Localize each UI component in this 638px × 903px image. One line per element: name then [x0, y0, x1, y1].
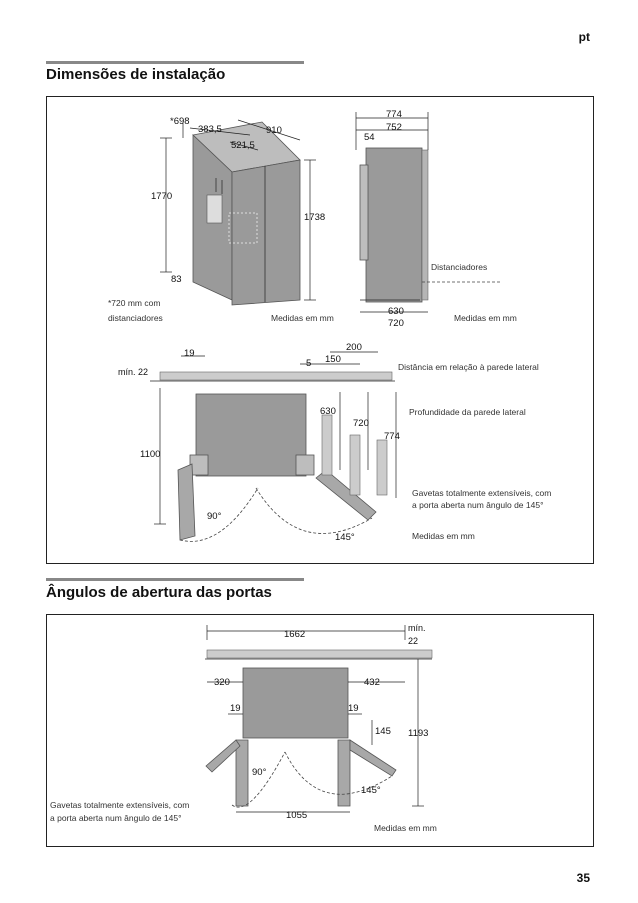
dim-19: 19	[184, 348, 195, 359]
door-swing-145	[284, 751, 393, 795]
dim-521-5: 521,5	[231, 140, 255, 151]
door-swing-90	[231, 751, 286, 808]
rear-wall	[206, 649, 433, 659]
dim-min-line2: 22	[408, 636, 418, 646]
dim-774: 774	[384, 431, 400, 442]
left-door	[235, 739, 249, 807]
dim-1662: 1662	[284, 629, 305, 640]
door-angles-figure: 1662 mín. 22 320 432 19 19 145 1193 90° …	[50, 623, 437, 833]
dim-min-line1: mín.	[408, 623, 426, 633]
dim-19-right: 19	[348, 703, 359, 714]
language-code: pt	[578, 30, 590, 44]
dim-630: 630	[388, 306, 404, 317]
fridge-top-view-figure: 19 mín. 22 5 150 200 630 720 774 1100 90…	[118, 342, 551, 543]
fridge-body	[242, 667, 349, 739]
dim-145: 145	[375, 726, 391, 737]
spacer-note-line1: *720 mm com	[108, 298, 160, 308]
section-rule	[46, 61, 304, 64]
dim-1055: 1055	[286, 810, 307, 821]
dim-54: 54	[364, 132, 375, 143]
spacer-note-line2: distanciadores	[108, 313, 163, 323]
angle-145: 145°	[335, 532, 355, 543]
dim-5: 5	[306, 358, 311, 369]
dim-150: 150	[325, 354, 341, 365]
page-number: 35	[576, 871, 590, 885]
drawers-note-line2: a porta aberta num ângulo de 145°	[50, 813, 181, 823]
section-title-installation: Dimensões de instalação	[46, 66, 226, 83]
dim-320: 320	[214, 677, 230, 688]
dim-752: 752	[386, 122, 402, 133]
side-wall-distance-label: Distância em relação à parede lateral	[398, 362, 539, 372]
dim-698: *698	[170, 116, 190, 127]
dim-1193: 1193	[408, 728, 428, 739]
dim-83: 83	[171, 274, 182, 285]
drawers-note-line1: Gavetas totalmente extensíveis, com	[50, 800, 189, 810]
dim-720: 720	[388, 318, 404, 329]
spacers-label: Distanciadores	[431, 262, 487, 272]
dim-432: 432	[364, 677, 380, 688]
units-label: Medidas em mm	[271, 313, 334, 323]
dim-200: 200	[346, 342, 362, 353]
rear-wall	[159, 371, 393, 381]
fridge-body	[195, 393, 307, 477]
side-wall-774	[376, 439, 388, 496]
dim-1100: 1100	[140, 449, 160, 460]
drawers-note-line2: a porta aberta num ângulo de 145°	[412, 500, 543, 510]
dim-min-22: mín. 22	[118, 367, 148, 377]
fridge-side-view-figure: 774 752 54 630 720 Distanciadores Medida…	[355, 109, 517, 329]
door-swing-90	[179, 487, 259, 542]
dim-774: 774	[386, 109, 402, 120]
dim-383-5: 383,5	[198, 124, 222, 135]
dim-1770: 1770	[151, 191, 172, 202]
section-rule	[46, 578, 304, 581]
water-dispenser-icon	[206, 194, 223, 224]
left-drawer-open	[205, 739, 241, 773]
dim-19-left: 19	[230, 703, 241, 714]
dim-720: 720	[353, 418, 369, 429]
fridge-side-body	[365, 147, 423, 303]
dim-910: 910	[266, 125, 282, 136]
side-wall-720	[349, 434, 361, 496]
right-door	[337, 739, 351, 807]
units-label: Medidas em mm	[412, 531, 475, 541]
fridge-perspective-figure: *698 383,5 910 521,5 1770 1738 83 *720 m…	[108, 116, 334, 323]
units-label: Medidas em mm	[374, 823, 437, 833]
right-door	[315, 469, 377, 521]
dim-630: 630	[320, 406, 336, 417]
dim-1738: 1738	[304, 212, 325, 223]
side-wall-depth-label: Profundidade da parede lateral	[409, 407, 526, 417]
angle-90: 90°	[207, 511, 222, 522]
side-wall-630	[321, 414, 333, 476]
drawers-note-line1: Gavetas totalmente extensíveis, com	[412, 488, 551, 498]
left-door	[177, 463, 196, 541]
right-drawer-open	[349, 739, 397, 777]
installation-diagram-box	[46, 96, 594, 564]
fridge-front	[231, 159, 301, 306]
angle-90: 90°	[252, 767, 267, 778]
section-title-door-angles: Ângulos de abertura das portas	[46, 584, 272, 601]
angle-145: 145°	[361, 785, 381, 796]
units-label: Medidas em mm	[454, 313, 517, 323]
